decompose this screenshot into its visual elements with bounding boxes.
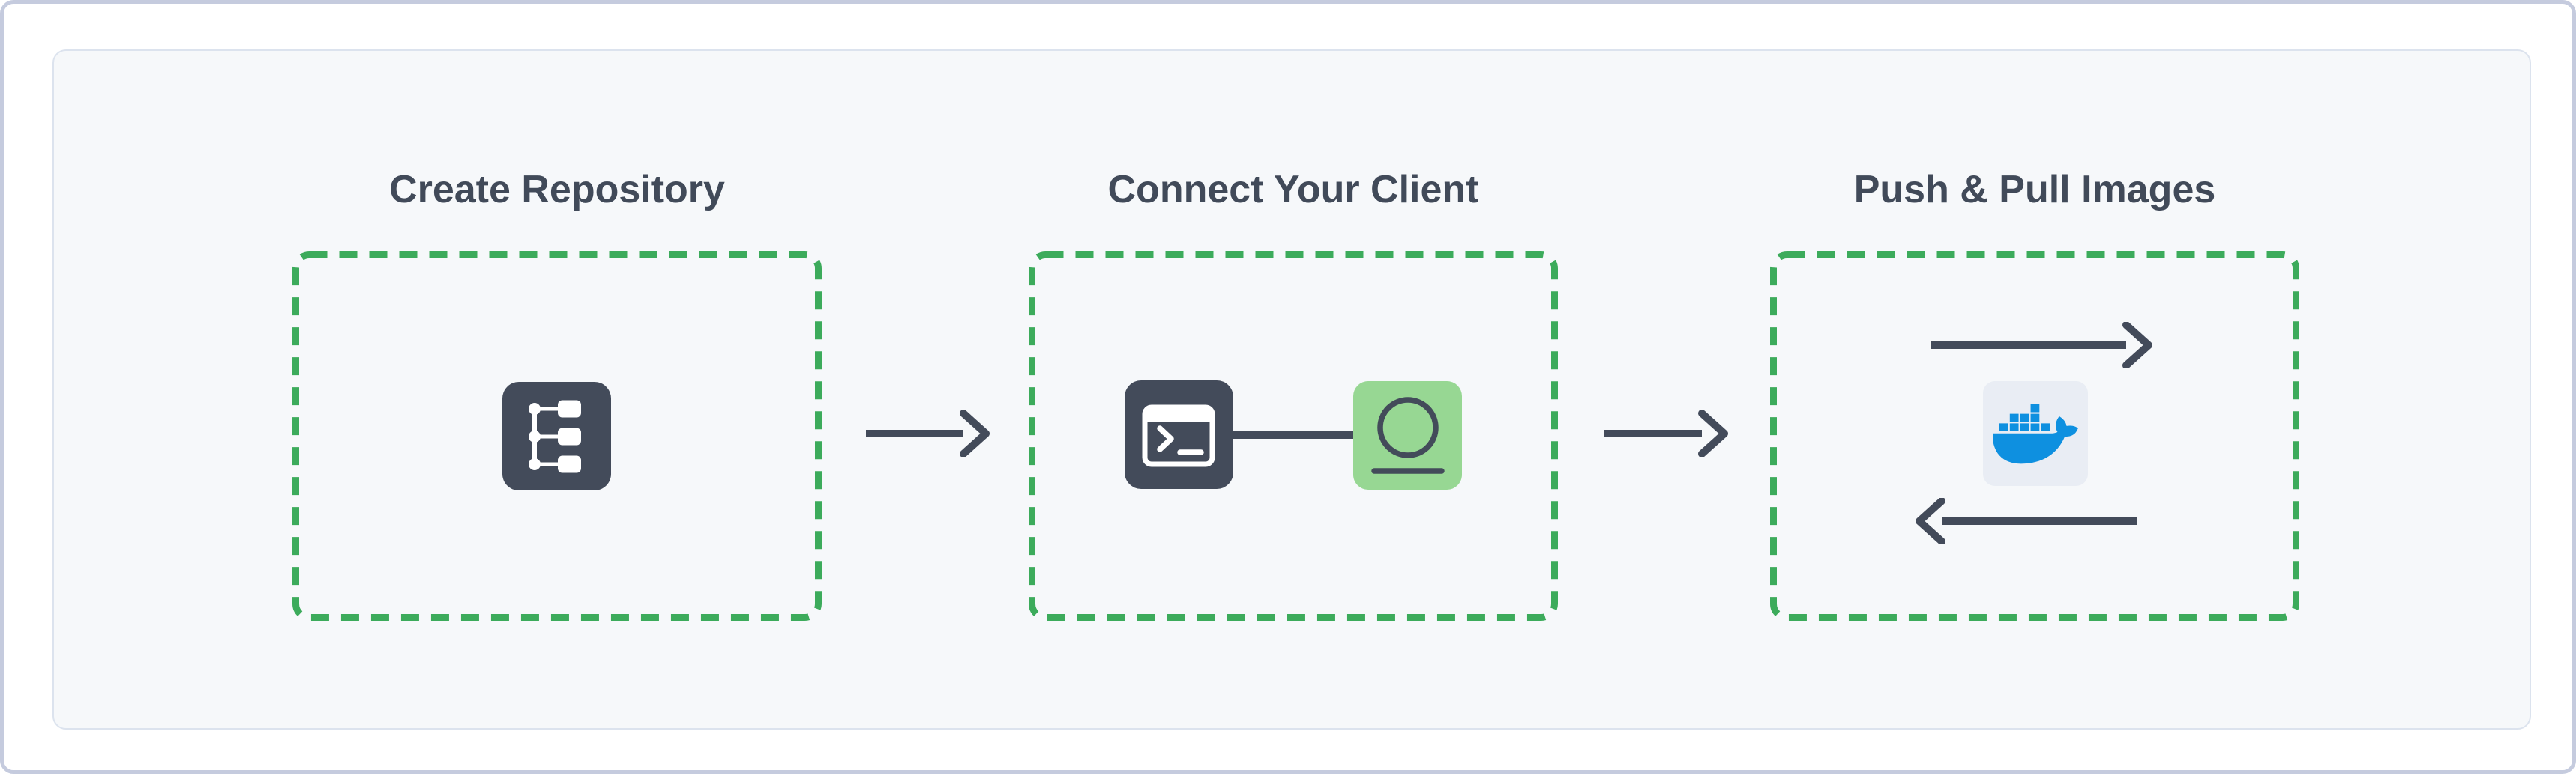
registry-glyph <box>1371 397 1445 474</box>
terminal-icon <box>1125 380 1233 489</box>
step-box-create-repository <box>292 251 822 621</box>
docker-whale-glyph <box>1993 404 2078 464</box>
step-title-connect-your-client: Connect Your Client <box>1107 168 1479 212</box>
step-title-push-pull-images: Push & Pull Images <box>1853 168 2216 212</box>
registry-icon <box>1353 381 1462 490</box>
terminal-to-registry-line <box>1233 431 1353 439</box>
step-box-push-pull-images <box>1770 251 2299 621</box>
step-box-connect-your-client <box>1029 251 1558 621</box>
arrow-right-icon <box>866 410 990 457</box>
docker-whale-icon <box>1983 381 2088 486</box>
push-arrow-right-icon <box>1931 322 2152 368</box>
arrow-right-icon <box>1604 410 1728 457</box>
repository-tree-icon <box>502 382 611 490</box>
dashed-border <box>1029 251 1558 621</box>
dashed-border <box>292 251 822 621</box>
terminal-glyph <box>1142 404 1215 467</box>
step-title-create-repository: Create Repository <box>389 168 725 212</box>
dashed-border <box>1770 251 2299 621</box>
repository-tree-glyph <box>529 400 581 473</box>
pull-arrow-left-icon <box>1916 498 2137 544</box>
